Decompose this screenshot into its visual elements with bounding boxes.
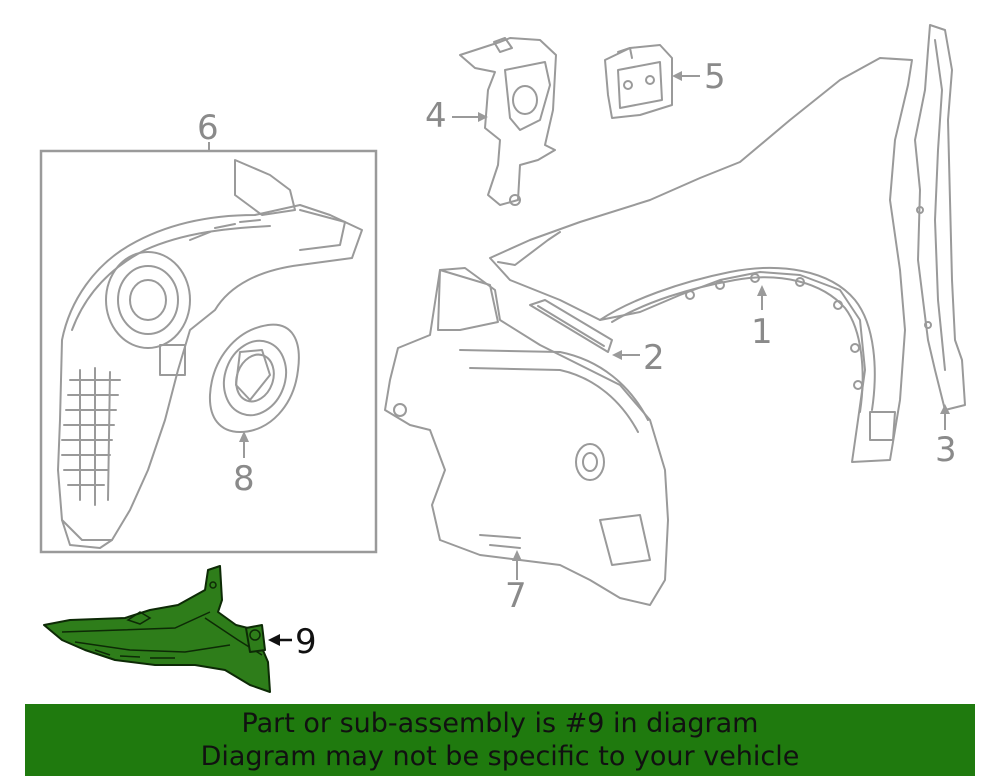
callout-3: 3 xyxy=(935,430,957,470)
part-6-fender-liner xyxy=(57,159,363,549)
part-1-fender xyxy=(489,57,913,463)
part-7-fender-liner xyxy=(384,267,669,606)
banner-line-2: Diagram may not be specific to your vehi… xyxy=(200,741,800,772)
callout-5: 5 xyxy=(704,57,726,97)
info-banner: Part or sub-assembly is #9 in diagram Di… xyxy=(25,704,975,776)
callout-4: 4 xyxy=(425,96,447,136)
callout-2: 2 xyxy=(643,338,665,378)
callout-8: 8 xyxy=(233,459,255,499)
part-2-seal xyxy=(529,299,640,360)
callout-7: 7 xyxy=(505,576,527,616)
part-9-highlighted-bracket xyxy=(43,565,292,693)
banner-line-1: Part or sub-assembly is #9 in diagram xyxy=(241,708,759,739)
callout-6: 6 xyxy=(197,108,219,148)
part-4-bracket xyxy=(452,37,557,206)
part-5-bracket xyxy=(604,44,700,119)
callout-9: 9 xyxy=(295,622,317,662)
callout-1: 1 xyxy=(751,312,773,352)
part-8-shield-plate xyxy=(208,323,300,458)
part-3-seal xyxy=(914,24,966,430)
